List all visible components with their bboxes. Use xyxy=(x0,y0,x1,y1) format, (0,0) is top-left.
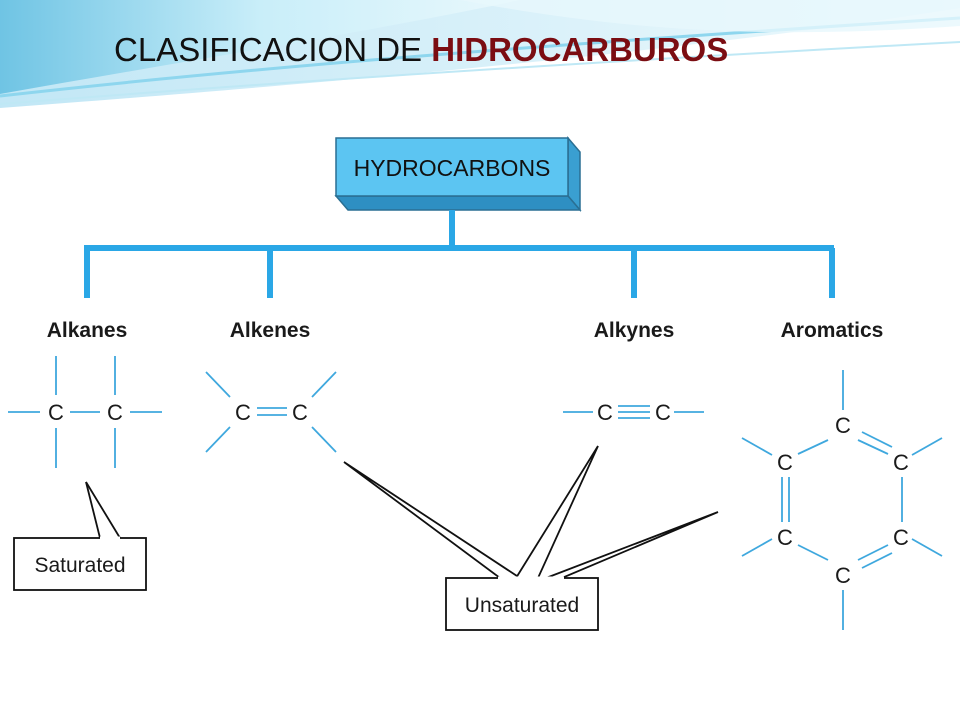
unsaturated-label: Unsaturated xyxy=(465,594,579,617)
root-label: HYDROCARBONS xyxy=(354,155,551,181)
atom-c: C xyxy=(893,450,909,475)
atom-c: C xyxy=(107,400,123,425)
alkyne-bonds xyxy=(563,405,704,419)
structure-atoms: C C C C C C C C C C C C xyxy=(48,400,909,588)
header-wave-decoration xyxy=(0,0,960,108)
title-plain: CLASIFICACION DE xyxy=(114,31,432,68)
alkane-bonds xyxy=(8,356,162,468)
atom-c: C xyxy=(235,400,251,425)
atom-c: C xyxy=(777,525,793,550)
alkene-bonds xyxy=(205,371,337,453)
title-accent: HIDROCARBUROS xyxy=(431,31,729,68)
structure-bonds xyxy=(8,356,943,630)
category-label-aromatics: Aromatics xyxy=(781,319,884,342)
atom-c: C xyxy=(835,413,851,438)
category-label-alkanes: Alkanes xyxy=(47,319,128,342)
atom-c: C xyxy=(48,400,64,425)
category-label-alkenes: Alkenes xyxy=(230,319,311,342)
root-box xyxy=(335,137,569,197)
saturated-callout: Saturated xyxy=(13,481,147,591)
atom-c: C xyxy=(835,563,851,588)
unsaturated-callout: Unsaturated xyxy=(343,445,719,631)
benzene-bonds xyxy=(741,370,943,630)
root-node: HYDROCARBONS xyxy=(334,135,582,213)
slide-title: CLASIFICACION DE HIDROCARBUROS xyxy=(114,30,728,70)
saturated-label: Saturated xyxy=(34,554,125,577)
category-label-alkynes: Alkynes xyxy=(594,319,675,342)
saturated-box xyxy=(13,537,147,591)
atom-c: C xyxy=(597,400,613,425)
unsaturated-box xyxy=(445,577,599,631)
atom-c: C xyxy=(893,525,909,550)
atom-c: C xyxy=(655,400,671,425)
tree-connectors xyxy=(84,210,835,298)
atom-c: C xyxy=(292,400,308,425)
atom-c: C xyxy=(777,450,793,475)
